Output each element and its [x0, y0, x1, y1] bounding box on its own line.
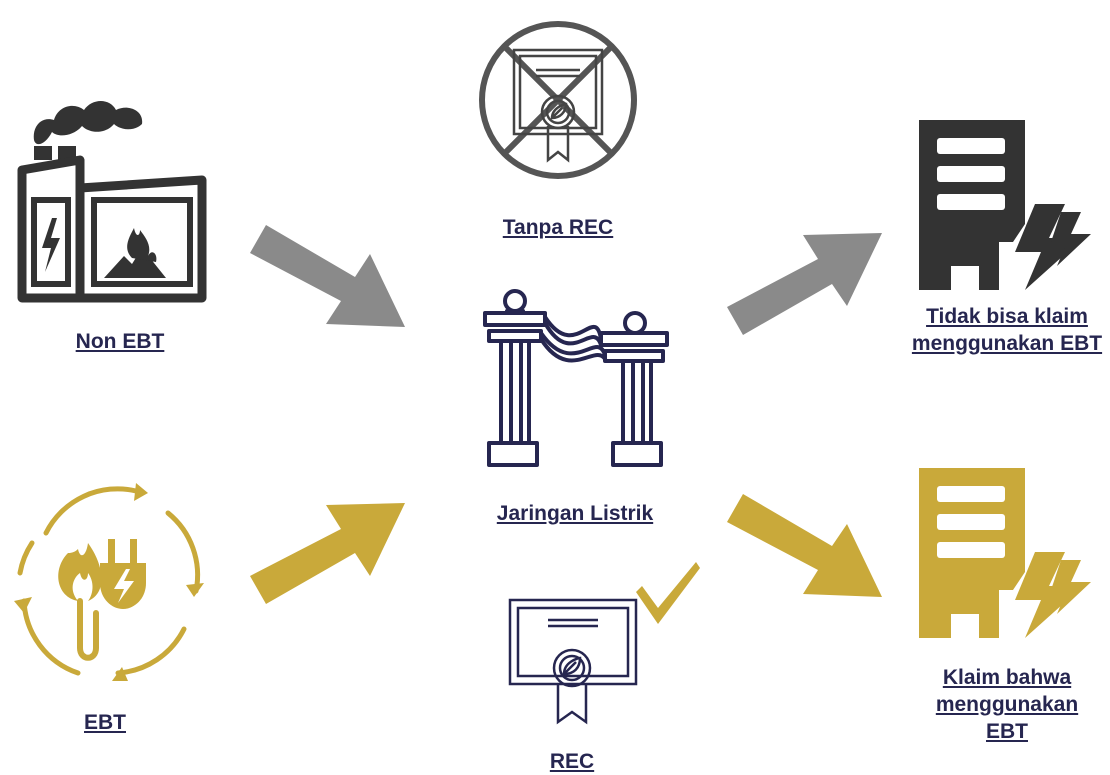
certificate-check-icon [508, 562, 700, 725]
arrow-ebt-to-grid [250, 503, 405, 604]
arrow-grid-to-noclaim [727, 233, 882, 335]
rec-label[interactable]: REC [549, 750, 595, 773]
building-bolt-icon [919, 468, 1091, 638]
renewable-energy-icon [14, 483, 204, 681]
arrow-nonebt-to-grid [250, 225, 405, 327]
building-bolt-icon [919, 120, 1091, 290]
arrow-grid-to-claim [727, 494, 882, 597]
tanpa-rec-label[interactable]: Tanpa REC [502, 216, 614, 239]
power-line-icon [483, 289, 669, 467]
claim-label[interactable]: Klaim bahwa menggunakan EBT [935, 666, 1079, 743]
crossed-certificate-icon [479, 21, 637, 179]
non-ebt-label[interactable]: Non EBT [75, 330, 165, 353]
no-claim-label[interactable]: Tidak bisa klaim menggunakan EBT [911, 305, 1103, 355]
jaringan-listrik-label[interactable]: Jaringan Listrik [496, 502, 654, 525]
ebt-label[interactable]: EBT [84, 711, 126, 734]
factory-icon [17, 101, 207, 303]
